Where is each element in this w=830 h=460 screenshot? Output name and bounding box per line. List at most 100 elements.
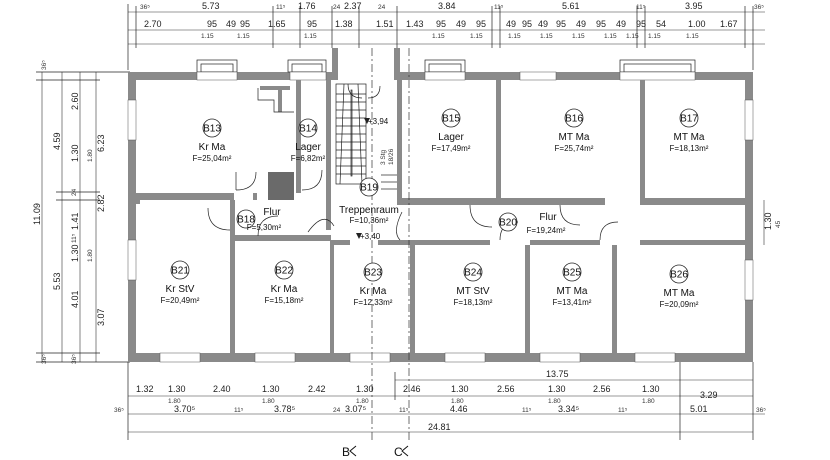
lager-partition	[257, 88, 294, 113]
top-dim-row2-6: 95	[307, 19, 317, 29]
left-dim-14: 6.23	[96, 134, 106, 152]
top-sub-7: 1.15	[540, 33, 553, 40]
exterior-walls	[128, 48, 753, 362]
room-area: F=18,13m²	[670, 144, 709, 153]
room-id: B26	[670, 270, 688, 281]
top-dim-row2-2: 95	[207, 19, 217, 29]
bottom-dim-1: 13.75	[546, 369, 569, 379]
room-name: MT StV	[456, 286, 489, 297]
bottom-row2-2: 1.30	[168, 384, 186, 394]
level-upper-marker	[364, 118, 370, 124]
left-dim-5: 5.53	[52, 272, 62, 290]
room-name: Flur	[539, 212, 557, 223]
room-id: B13	[203, 124, 221, 135]
room-area: F=10,36m²	[350, 216, 389, 225]
room-area: F=20,49m²	[161, 296, 200, 305]
room-name: MT Ma	[557, 286, 588, 297]
room-id-circle	[562, 262, 582, 282]
section-c-arrow-icon	[401, 445, 409, 457]
stairs-rise-label: 18/26	[388, 148, 395, 165]
room-id-circle	[202, 118, 222, 138]
section-lines	[371, 48, 410, 440]
room-id: B16	[565, 114, 583, 125]
room-id: B17	[680, 114, 698, 125]
top-dim-5: 24	[333, 4, 341, 11]
top-dim-row2-14: 95	[522, 19, 532, 29]
left-dim-6: 2.60	[70, 92, 80, 110]
left-dim-10: 11⁵	[71, 233, 78, 243]
bottom-row2-11: 2.56	[593, 384, 611, 394]
bottom-row3-12: 5.01	[690, 404, 708, 414]
bottom-sub-2: 1.80	[262, 398, 275, 405]
top-dim-row2-12: 95	[476, 19, 486, 29]
top-dim-2: 5.73	[202, 1, 220, 11]
window-openings	[127, 71, 754, 363]
top-dim-row2-1: 2.70	[144, 19, 162, 29]
top-dim-row2-21: 54	[656, 19, 666, 29]
top-dim-row2-13: 49	[506, 19, 516, 29]
top-dim-row2-19: 49	[616, 19, 626, 29]
room-name: Lager	[438, 132, 464, 143]
top-dim-row2-7: 1.38	[335, 19, 353, 29]
bottom-row2-1: 1.32	[136, 384, 154, 394]
bottom-row3-11: 11⁵	[618, 407, 628, 414]
room-area: F=6,82m²	[291, 154, 326, 163]
room-name: Kr StV	[166, 284, 195, 295]
room-name: Kr Ma	[271, 284, 298, 295]
top-dim-row2-8: 1.51	[376, 19, 394, 29]
bottom-row2-9: 2.56	[497, 384, 515, 394]
top-dim-10: 5.61	[562, 1, 580, 11]
room-id: B14	[299, 124, 317, 135]
right-dimensions: 1.30 45	[763, 200, 782, 245]
room-id: B25	[563, 268, 581, 279]
bottom-row2-10: 1.30	[548, 384, 566, 394]
top-dim-row2-11: 49	[456, 19, 466, 29]
right-dim-2: 45	[775, 220, 782, 228]
room-id: B20	[499, 218, 517, 229]
left-dim-1: 36⁵	[41, 60, 48, 70]
top-dim-13: 36⁵	[754, 4, 764, 11]
room-id-circle	[441, 108, 461, 128]
bottom-sub-3: 1.80	[356, 398, 369, 405]
level-lower: +3,40	[360, 232, 381, 241]
room-name: MT Ma	[664, 288, 695, 299]
bottom-row3-13: 36⁵	[756, 407, 766, 414]
top-dim-1: 36⁵	[140, 4, 150, 11]
bottom-row2-3: 2.40	[213, 384, 231, 394]
bottom-row3-3: 11⁵	[234, 407, 244, 414]
left-dim-2: 11.09	[32, 203, 42, 225]
bottom-row3-7: 11⁵	[399, 407, 409, 414]
top-dim-row2-17: 49	[576, 19, 586, 29]
section-c-label: C	[394, 445, 403, 459]
top-sub-8: 1.15	[572, 33, 585, 40]
room-id-circle	[463, 262, 483, 282]
bottom-row2-7: 2.46	[403, 384, 421, 394]
bottom-row3-2: 3.70⁵	[174, 404, 196, 414]
left-sub-1: 1.80	[87, 149, 94, 162]
bottom-sub-4: 1.80	[451, 398, 464, 405]
room-id-circle	[359, 177, 379, 197]
left-dim-11: 1.30	[70, 244, 80, 262]
top-sub-1: 1.15	[201, 33, 214, 40]
room-id-circle	[498, 212, 518, 232]
top-sub-9: 1.15	[604, 33, 617, 40]
room-area: F=25,04m²	[193, 154, 232, 163]
left-dim-9: 1.41	[70, 212, 80, 230]
room-id-circle	[298, 118, 318, 138]
top-sub-3: 1.15	[304, 33, 317, 40]
bottom-row2-4: 1.30	[262, 384, 280, 394]
room-area: F=18,13m²	[454, 298, 493, 307]
top-dim-row2-16: 95	[556, 19, 566, 29]
bottom-dimensions: 13.75 1.32 1.30 2.40 1.30 2.42 1.30 2.46…	[114, 362, 766, 440]
top-dim-row2-5: 1.65	[268, 19, 286, 29]
room-id: B23	[364, 268, 382, 279]
